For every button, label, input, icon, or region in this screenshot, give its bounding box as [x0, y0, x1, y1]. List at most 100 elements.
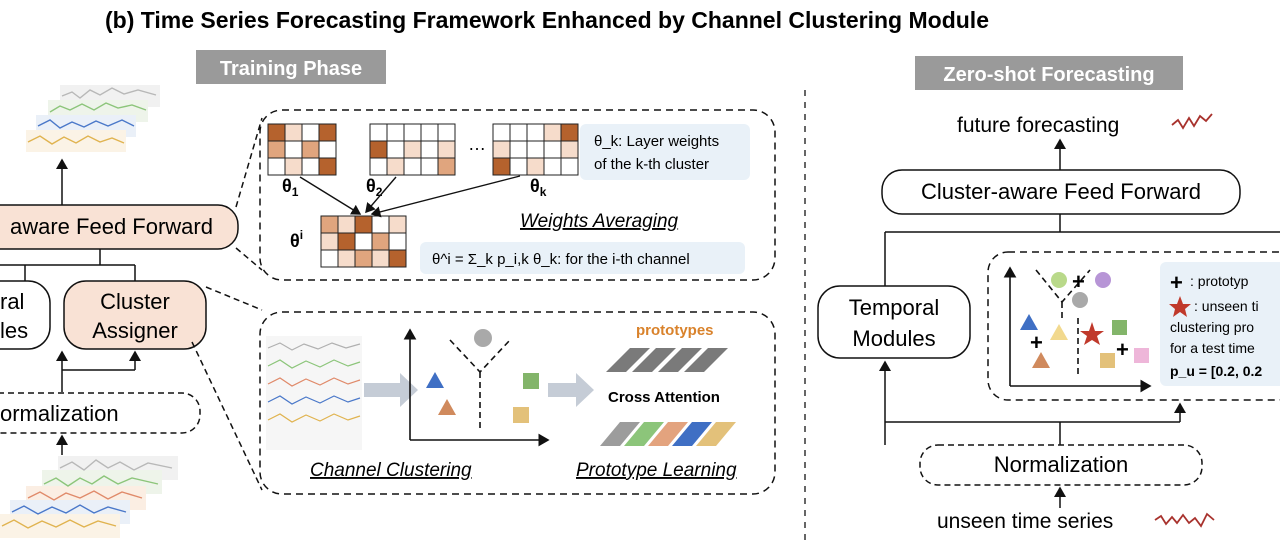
weight-cell	[369, 157, 388, 176]
flow-arrow-1	[364, 373, 418, 407]
weight-cell	[543, 157, 562, 176]
theta-2-label: θ2	[366, 176, 383, 199]
weight-cell	[560, 123, 579, 142]
weight-cell	[301, 123, 320, 142]
cluster-green-square	[523, 373, 539, 389]
zs-blue-triangle	[1020, 314, 1038, 330]
zs-legend-note	[1160, 262, 1280, 386]
zs-green-circle	[1051, 272, 1067, 288]
weight-cell	[337, 215, 356, 234]
theta-i-label: θi	[290, 228, 303, 251]
unseen-series-label: unseen time series	[937, 510, 1113, 533]
weight-cell	[284, 157, 303, 176]
cluster-sand-square	[513, 407, 529, 423]
weight-cell	[437, 157, 456, 176]
layer-weights-note-line1: θ_k: Layer weights	[594, 133, 719, 150]
weight-cell	[526, 157, 545, 176]
formula-text: θ^i = Σ_k p_i,k θ_k: for the i-th channe…	[432, 251, 690, 268]
training-feed-forward-label: aware Feed Forward	[10, 214, 213, 239]
channel-embedding-bars	[600, 422, 736, 446]
training-phase-label: Training Phase	[220, 58, 362, 80]
weight-cell	[560, 140, 579, 159]
zs-prototype-cross-1: +	[1072, 269, 1085, 294]
zeroshot-badge	[915, 56, 1183, 90]
weight-cell	[354, 215, 373, 234]
zs-legend-line5: p_u = [0.2, 0.2	[1170, 363, 1262, 379]
weight-cell	[509, 140, 528, 159]
cluster-assigner-line2: Assigner	[92, 318, 178, 343]
weight-cell	[386, 123, 405, 142]
theta-k-label: θk	[530, 176, 547, 199]
weight-cell	[354, 232, 373, 251]
weight-cell	[388, 249, 407, 268]
weight-cell	[492, 123, 511, 142]
weight-cell	[284, 140, 303, 159]
weight-cell	[403, 157, 422, 176]
zs-pink-square	[1134, 348, 1149, 363]
training-temporal-line1: ral	[0, 289, 24, 314]
zs-gray-circle	[1072, 292, 1088, 308]
weight-cell	[403, 140, 422, 159]
zs-legend-line4: for a test time	[1170, 340, 1255, 356]
weight-cell	[284, 123, 303, 142]
weight-cell	[386, 157, 405, 176]
prototypes-label: prototypes	[636, 322, 714, 339]
clustering-panel	[259, 311, 776, 495]
zs-green-square	[1112, 320, 1127, 335]
channel-clustering-label: Channel Clustering	[310, 460, 472, 481]
zs-sand-square	[1100, 353, 1115, 368]
layer-weights-note	[580, 124, 750, 180]
weight-cell	[318, 157, 337, 176]
weight-matrix-theta-i	[320, 215, 407, 268]
zs-orange-triangle	[1032, 352, 1050, 368]
prototype-bars	[606, 348, 728, 372]
training-temporal-modules	[0, 280, 51, 350]
weight-cell	[354, 249, 373, 268]
unseen-squiggle-icon	[1154, 512, 1215, 528]
weight-cell	[371, 232, 390, 251]
weight-matrix-theta-2	[369, 123, 456, 176]
weights-averaging-label: Weights Averaging	[520, 211, 679, 232]
zs-legend-star-icon	[1169, 296, 1191, 317]
zs-red-star	[1080, 322, 1104, 345]
zeroshot-temporal-line1: Temporal	[849, 295, 939, 320]
zs-legend-line2: : unseen ti	[1194, 298, 1259, 314]
forecast-squiggle-icon	[1171, 113, 1213, 130]
weight-cell	[509, 157, 528, 176]
weight-cell	[420, 140, 439, 159]
zs-prototype-cross-3: +	[1116, 337, 1129, 362]
weight-cell	[320, 249, 339, 268]
diagram-title: (b) Time Series Forecasting Framework En…	[105, 7, 989, 33]
weight-cell	[386, 140, 405, 159]
weight-cell	[301, 140, 320, 159]
layer-weights-note-line2: of the k-th cluster	[594, 156, 709, 173]
zeroshot-feed-forward-label: Cluster-aware Feed Forward	[921, 179, 1201, 204]
weight-cell	[560, 157, 579, 176]
zeroshot-temporal-modules	[817, 285, 971, 359]
zeroshot-normalization-label: Normalization	[994, 452, 1129, 477]
training-phase-badge	[196, 50, 386, 84]
weight-cell	[388, 232, 407, 251]
weight-cell	[301, 157, 320, 176]
formula-note	[420, 242, 745, 274]
cross-attention-label: Cross Attention	[608, 389, 720, 406]
weight-matrix-theta-k	[492, 123, 579, 176]
weight-cell	[318, 140, 337, 159]
zs-legend-cross-icon: +	[1170, 270, 1183, 295]
weight-cell	[318, 123, 337, 142]
zs-purple-circle	[1095, 272, 1111, 288]
weight-cell	[320, 215, 339, 234]
training-normalization-label: ormalization	[0, 401, 119, 426]
channel-series-stack	[266, 336, 362, 450]
weight-cell	[267, 140, 286, 159]
weight-cell	[437, 123, 456, 142]
prototype-learning-label: Prototype Learning	[576, 460, 737, 481]
weight-cell	[369, 123, 388, 142]
cluster-assigner-block	[63, 280, 207, 350]
weight-cell	[403, 123, 422, 142]
weight-cell	[543, 140, 562, 159]
zeroshot-temporal-line2: Modules	[852, 326, 935, 351]
weight-cell	[420, 157, 439, 176]
theta-1-label: θ1	[282, 176, 299, 199]
zs-legend-line1: : prototyp	[1190, 273, 1249, 289]
